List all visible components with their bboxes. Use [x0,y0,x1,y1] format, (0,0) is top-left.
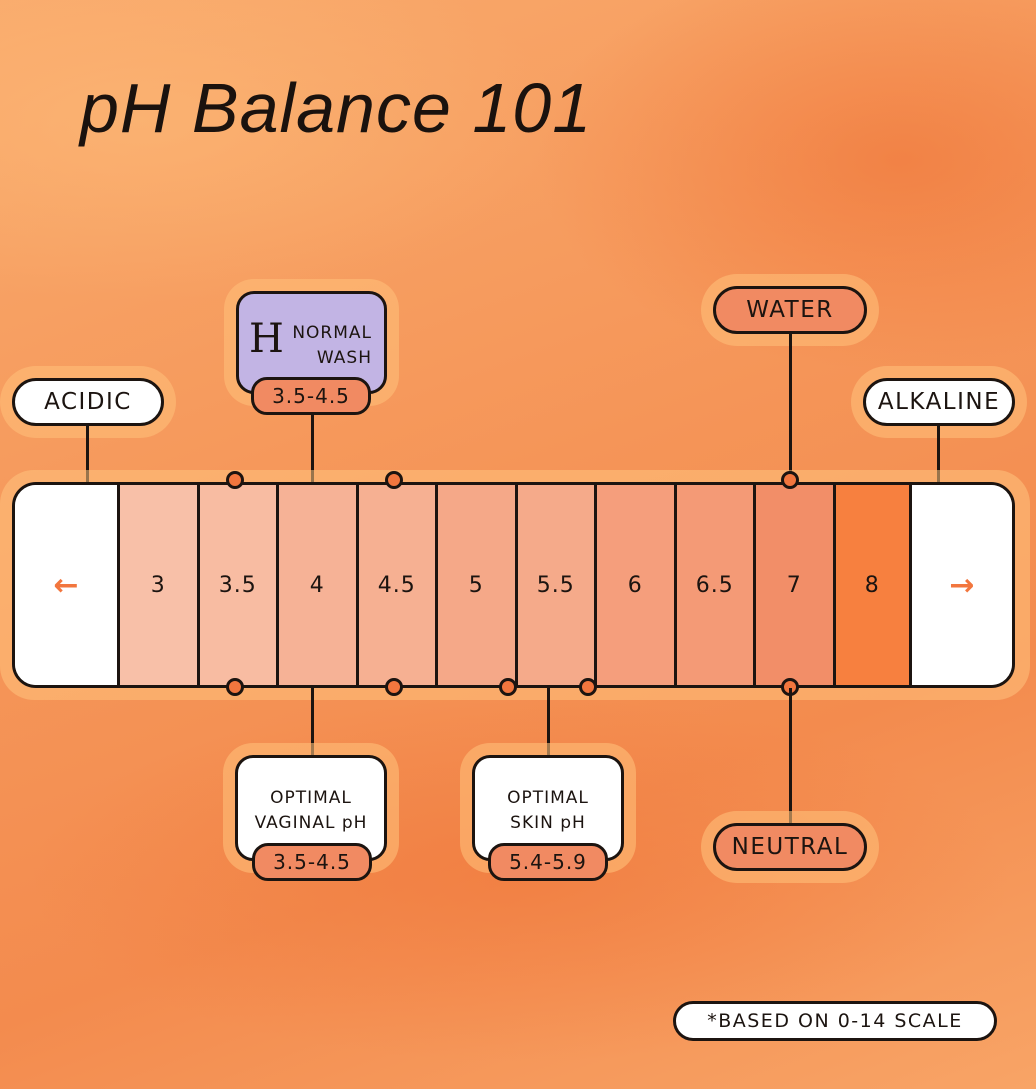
optimal-vaginal-line2: VAGINAL pH [254,813,368,833]
ph-cell: 3.5 [196,485,276,685]
ph-cell: 5 [435,485,515,685]
neutral-connector [789,688,792,824]
vaginal-connector [311,688,314,756]
water-connector [789,334,792,474]
ph-cell: 5.5 [514,485,594,685]
normal-wash-card: H NORMAL WASH [236,291,387,394]
ph-cell-label: 8 [864,572,880,598]
alkaline-label-text: ALKALINE [877,389,1001,415]
marker-dot [385,471,403,489]
ph-cell-label: 5 [468,572,484,598]
acidic-connector [86,426,89,482]
normal-wash-range: 3.5-4.5 [251,377,371,415]
water-label-text: WATER [746,297,834,323]
marker-dot [781,471,799,489]
alkaline-connector [937,426,940,482]
neutral-label: NEUTRAL [713,823,867,871]
normal-wash-line2: WASH [316,348,372,368]
optimal-vaginal-range-text: 3.5-4.5 [273,850,351,874]
scale-footnote: *BASED ON 0-14 SCALE [673,1001,997,1041]
optimal-skin-range: 5.4-5.9 [488,843,608,881]
ph-cell-label: 6.5 [695,572,734,598]
ph-cell-label: 7 [786,572,802,598]
optimal-skin-line2: SKIN pH [510,813,586,833]
ph-cell-label: 5.5 [536,572,575,598]
ph-cell-label: 4 [309,572,325,598]
ph-cell: 7 [753,485,833,685]
ph-cell-label: 4.5 [377,572,416,598]
optimal-vaginal-range: 3.5-4.5 [252,843,372,881]
marker-dot [385,678,403,696]
ph-cell: 3 [117,485,197,685]
ph-scale: ← 3 3.5 4 4.5 5 5.5 6 6.5 7 8 → [12,482,1015,688]
ph-cell: 6.5 [673,485,753,685]
optimal-skin-range-text: 5.4-5.9 [509,850,587,874]
optimal-skin-line1: OPTIMAL [507,788,589,808]
water-label: WATER [713,286,867,334]
marker-dot [226,471,244,489]
arrow-right-icon: → [949,567,975,603]
normal-wash-connector [311,415,314,482]
marker-dot [226,678,244,696]
acidic-label: ACIDIC [12,378,164,426]
alkaline-label: ALKALINE [863,378,1015,426]
acidic-label-text: ACIDIC [44,389,132,415]
ph-cell: 4 [276,485,356,685]
scale-cells: 3 3.5 4 4.5 5 5.5 6 6.5 7 8 [117,485,912,685]
neutral-label-text: NEUTRAL [731,834,849,860]
ph-cell: 6 [594,485,674,685]
normal-wash-line1: NORMAL [292,323,372,343]
skin-connector [547,688,550,756]
ph-cell: 8 [832,485,912,685]
marker-dot [499,678,517,696]
page-title: pH Balance 101 [80,69,593,147]
scale-left-end: ← [15,485,117,685]
marker-dot [579,678,597,696]
ph-cell-label: 6 [627,572,643,598]
optimal-vaginal-line1: OPTIMAL [270,788,352,808]
arrow-left-icon: ← [53,567,79,603]
brand-logo-icon: H [249,316,284,362]
ph-cell: 4.5 [355,485,435,685]
scale-right-end: → [912,485,1012,685]
ph-cell-label: 3.5 [218,572,257,598]
normal-wash-range-text: 3.5-4.5 [272,384,350,408]
ph-cell-label: 3 [150,572,166,598]
